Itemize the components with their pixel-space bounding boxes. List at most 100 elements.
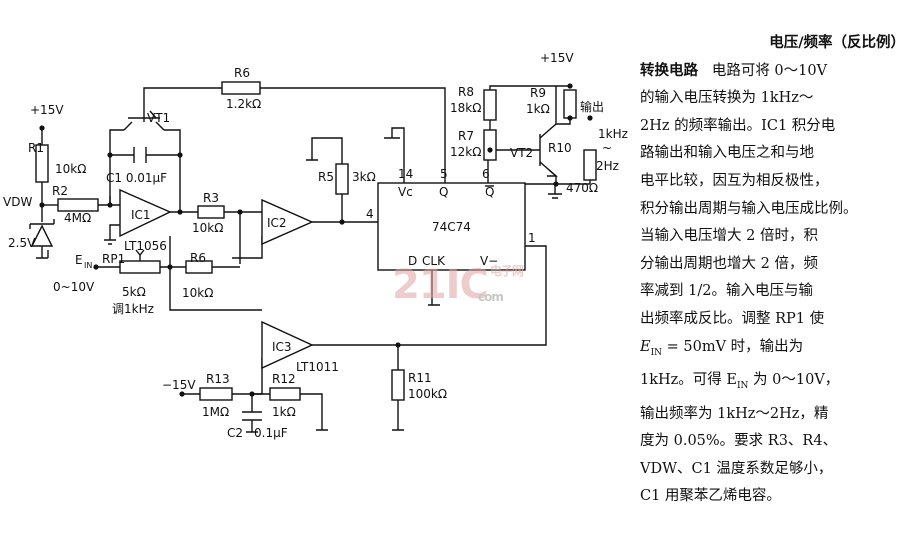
description-ein-2-sub: IN <box>737 380 749 391</box>
resistor-r1 <box>35 144 49 183</box>
output-range-3: 2Hz <box>596 159 619 173</box>
description-line-5: 电平比较，因互为相反极性， <box>640 172 829 189</box>
schematic-labels: +15V +15V −15V R1 10kΩ R2 4MΩ VDW 2.5V R… <box>3 51 628 440</box>
rp1-adjust: 调1kHz <box>112 302 154 316</box>
r3-value: 10kΩ <box>192 221 223 235</box>
r5-label: R5 <box>318 170 334 184</box>
description-line-7: 当输入电压增大 2 倍时，积 <box>640 228 818 245</box>
r6-mid-value: 10kΩ <box>182 286 213 300</box>
transistor-vt2 <box>528 134 558 177</box>
vc-label: Vc <box>398 185 413 199</box>
r11-value: 100kΩ <box>408 387 447 401</box>
supply-bottom-label: −15V <box>162 378 196 392</box>
ic3-part: LT1011 <box>296 360 339 374</box>
clk-label: CLK <box>422 254 446 268</box>
capacitor-c2 <box>242 411 262 421</box>
r13-label: R13 <box>206 372 230 386</box>
r13-value: 1MΩ <box>202 405 229 419</box>
input-sub: IN <box>84 261 92 270</box>
resistor-r8 <box>483 89 497 121</box>
r2-label: R2 <box>52 184 68 198</box>
resistor-r5 <box>335 163 349 195</box>
r10-label: R10 <box>548 141 572 155</box>
opamp-ic1 <box>119 188 172 238</box>
r8-label: R8 <box>458 85 474 99</box>
wiring <box>41 85 591 432</box>
r8-value: 18kΩ <box>450 101 481 115</box>
r7-label: R7 <box>458 129 474 143</box>
rp1-value: 5kΩ <box>122 285 146 299</box>
description-line-9: 率减到 1/2。输入电压与输 <box>640 283 813 300</box>
description-line-8: 分输出周期也增大 2 倍，频 <box>640 255 818 272</box>
resistor-r7 <box>483 129 497 161</box>
description-text-1: 电路可将 0～10V <box>711 62 828 79</box>
ic1-label: IC1 <box>131 208 151 222</box>
resistor-r13 <box>199 387 233 401</box>
input-label: E <box>75 253 83 267</box>
description-line-4: 路输出和输入电压之和与地 <box>640 145 814 162</box>
watermark-sup: 电子网 <box>489 264 524 278</box>
description-line-10: 出频率成反比。调整 RP1 使 <box>640 310 825 327</box>
pin14-label: 14 <box>398 167 413 181</box>
qbar-label: Q <box>485 185 494 199</box>
supply-top-right-label: +15V <box>540 51 574 65</box>
r6-top-label: R6 <box>234 66 250 80</box>
c1-label: C1 0.01μF <box>106 171 167 185</box>
resistor-r11 <box>391 369 405 401</box>
description-ein-1-sub: IN <box>650 347 663 358</box>
description-line-11-rest: = 50mV 时，输出为 <box>662 338 804 355</box>
circuit-schematic: +15V +15V −15V R1 10kΩ R2 4MΩ VDW 2.5V R… <box>3 51 628 440</box>
r9-label: R9 <box>530 86 546 100</box>
description-line-11: EIN = 50mV 时，输出为 <box>640 334 905 367</box>
r1-value: 10kΩ <box>55 162 86 176</box>
vt2-label: VT2 <box>510 146 533 160</box>
description-line-2: 的输入电压转换为 1kHz～ <box>640 90 814 107</box>
opamp-ic2 <box>261 198 314 246</box>
description-line-13: 输出频率为 1kHz～2Hz，精 <box>640 405 829 422</box>
watermark-brand: 21IC <box>392 262 489 308</box>
r3-label: R3 <box>203 191 219 205</box>
r2-value: 4MΩ <box>64 211 91 225</box>
q-label: Q <box>439 185 448 199</box>
description-ein-1: E <box>640 338 651 355</box>
transistor-vt1 <box>123 110 165 131</box>
description-line-14: 度为 0.05%。要求 R3、R4、 <box>640 433 838 450</box>
r9-value: 1kΩ <box>526 102 550 116</box>
description-panel: 电压/频率（反比例） 转换电路 电路可将 0～10V 的输入电压转换为 1kHz… <box>640 30 905 511</box>
ic1-part: LT1056 <box>124 239 167 253</box>
r6-top-value: 1.2kΩ <box>226 97 261 111</box>
c2-value: 0.1μF <box>254 426 288 440</box>
description-line-16: C1 用聚苯乙烯电容。 <box>640 488 781 505</box>
output-range-2: ~ <box>602 141 612 155</box>
description-line-12: 1kHz。可得 EIN 为 0～10V， <box>640 367 905 400</box>
pin4-label: 4 <box>366 207 374 221</box>
resistor-r6-mid <box>185 260 213 274</box>
description-line-15: VDW、C1 温度系数足够小， <box>640 460 833 477</box>
vt1-label: VT1 <box>147 111 170 125</box>
r6-mid-label: R6 <box>190 251 206 265</box>
ic3-label: IC3 <box>272 340 292 354</box>
r1-label: R1 <box>28 141 44 155</box>
r5-value: 3kΩ <box>352 170 376 184</box>
resistor-r2 <box>57 198 99 212</box>
r12-value: 1kΩ <box>272 405 296 419</box>
capacitor-c1 <box>133 147 147 163</box>
pin5-label: 5 <box>440 167 448 181</box>
description-line-3: 2Hz 的频率输出。IC1 积分电 <box>640 117 836 134</box>
resistor-r6-top <box>221 81 261 95</box>
chip-74c74 <box>377 182 526 271</box>
r7-value: 12kΩ <box>450 145 481 159</box>
pin1-label: 1 <box>528 231 536 245</box>
output-label: 输出 <box>580 99 604 114</box>
rp1-label: RP1 <box>102 252 125 266</box>
resistor-r10 <box>583 149 597 181</box>
c2-label: C2 <box>227 426 243 440</box>
chip-label: 74C74 <box>432 220 471 234</box>
zener-diode-vdw <box>29 219 55 247</box>
d-label: D <box>408 254 417 268</box>
vdw-label: VDW <box>3 195 32 209</box>
pin6-label: 6 <box>482 167 490 181</box>
watermark-domain: com <box>478 290 504 304</box>
r10-value: 470Ω <box>566 181 598 195</box>
